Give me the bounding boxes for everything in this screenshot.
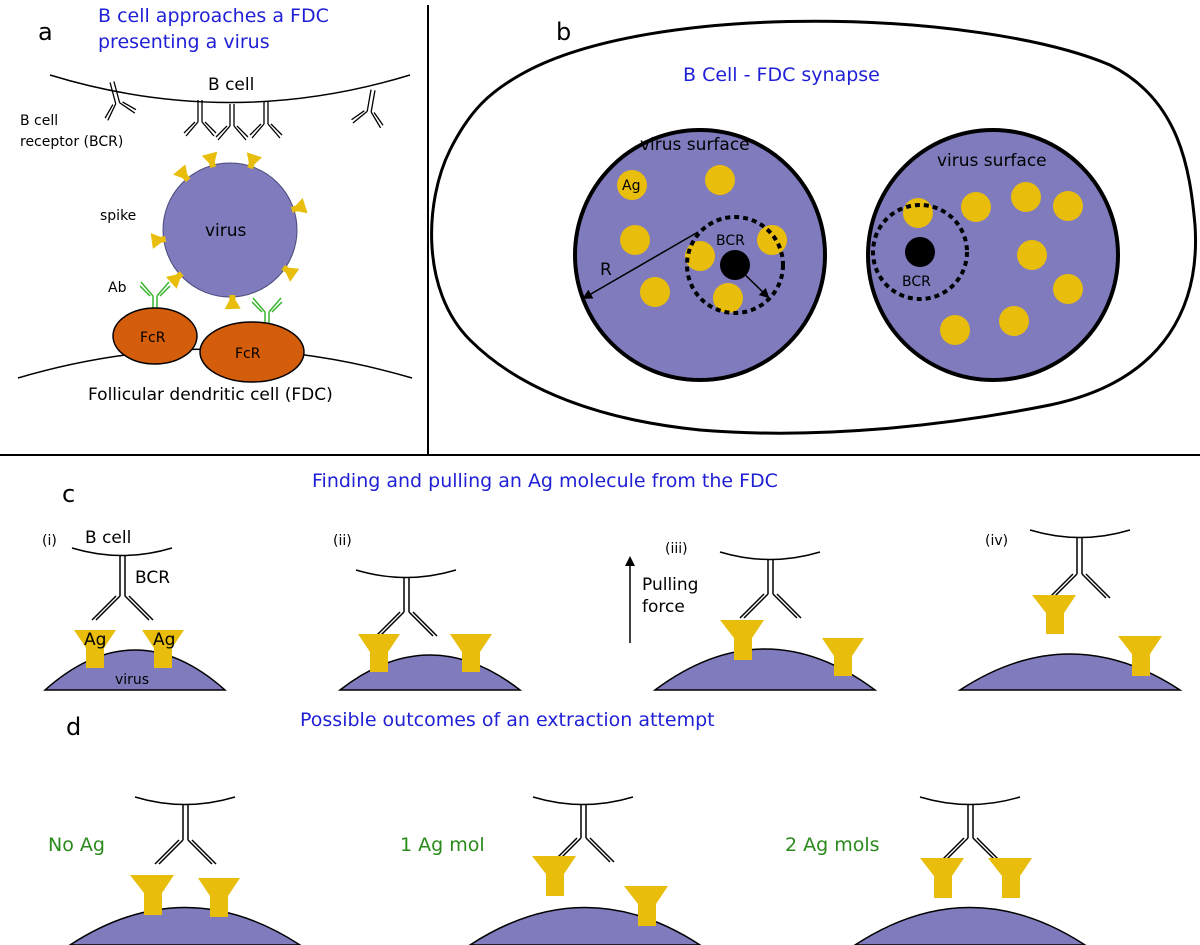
step-iv: (iv) bbox=[957, 529, 1183, 691]
right-virus-surface-label: virus surface bbox=[937, 151, 1047, 171]
r-label: R bbox=[600, 260, 612, 280]
c-ag-left-label: Ag bbox=[84, 630, 106, 650]
panel-letter-b: b bbox=[556, 18, 571, 46]
radius-r-arrow bbox=[582, 231, 699, 300]
b-cell-membrane bbox=[49, 74, 411, 104]
virus-label: virus bbox=[205, 221, 247, 241]
fcr-label-1: FcR bbox=[140, 330, 166, 346]
right-bcr-search-radius bbox=[871, 203, 969, 301]
panel-c: c Finding and pulling an Ag molecule fro… bbox=[42, 470, 1183, 691]
left-bcr-search-radius bbox=[685, 215, 785, 315]
step-i: (i) B cell BCR Ag Ag virus bbox=[42, 528, 227, 691]
outcome-2-ag-mols: 2 Ag mols bbox=[785, 796, 1087, 945]
right-bcr-dot bbox=[905, 237, 935, 267]
panel-d: d Possible outcomes of an extraction att… bbox=[48, 709, 1087, 945]
left-bcr-label: BCR bbox=[716, 233, 745, 249]
antibodies bbox=[139, 281, 283, 330]
bcr-receptors bbox=[104, 81, 384, 141]
bcr-label-line2: receptor (BCR) bbox=[20, 134, 123, 150]
outcome-label-1-ag-mol: 1 Ag mol bbox=[400, 834, 485, 856]
c-virus-label: virus bbox=[115, 672, 149, 688]
step-label-iv: (iv) bbox=[985, 533, 1008, 549]
pulling-force-line1: Pulling bbox=[642, 575, 698, 595]
bcr-radius-arrow bbox=[734, 264, 770, 299]
fcr-receptor-2 bbox=[199, 321, 305, 383]
left-antigens bbox=[617, 165, 787, 313]
panel-letter-d: d bbox=[66, 713, 81, 741]
panel-c-title: Finding and pulling an Ag molecule from … bbox=[312, 470, 778, 492]
spike-label: spike bbox=[100, 208, 136, 224]
step-iii: (iii) Pulling force bbox=[625, 541, 878, 691]
bcr-label-line1: B cell bbox=[20, 113, 58, 129]
outcome-1-ag-mol: 1 Ag mol bbox=[400, 796, 702, 945]
c-b-cell-label: B cell bbox=[85, 528, 131, 548]
panel-b: b B Cell - FDC synapse virus surface Ag … bbox=[430, 18, 1198, 435]
panel-d-title: Possible outcomes of an extraction attem… bbox=[300, 709, 715, 731]
panel-letter-a: a bbox=[38, 18, 53, 46]
fcr-label-2: FcR bbox=[235, 346, 261, 362]
step-label-ii: (ii) bbox=[333, 533, 352, 549]
c-ag-right-label: Ag bbox=[153, 630, 175, 650]
virus-spikes bbox=[150, 151, 308, 310]
step-ii: (ii) bbox=[333, 533, 523, 691]
outcome-label-no-ag: No Ag bbox=[48, 834, 105, 856]
step-label-i: (i) bbox=[42, 533, 57, 549]
step-label-iii: (iii) bbox=[665, 541, 688, 557]
left-virus-surface-label: virus surface bbox=[640, 135, 750, 155]
pulling-force-line2: force bbox=[642, 597, 685, 617]
b-cell-outline bbox=[430, 19, 1198, 435]
fdc-label: Follicular dendritic cell (FDC) bbox=[88, 385, 333, 405]
panel-b-title: B Cell - FDC synapse bbox=[683, 64, 880, 86]
outcome-no-ag: No Ag bbox=[48, 796, 302, 945]
outcome-label-2-ag-mols: 2 Ag mols bbox=[785, 834, 880, 856]
right-virus-surface bbox=[866, 128, 1120, 382]
right-bcr-label: BCR bbox=[902, 274, 931, 290]
panel-a: a B cell approaches a FDC presenting a v… bbox=[17, 5, 413, 405]
c-bcr-label: BCR bbox=[135, 568, 170, 588]
ab-label: Ab bbox=[108, 280, 127, 296]
panel-letter-c: c bbox=[62, 480, 75, 508]
panel-a-title-line2: presenting a virus bbox=[98, 31, 270, 53]
fcr-receptor-1 bbox=[112, 307, 198, 365]
ag-label: Ag bbox=[622, 178, 640, 194]
panel-a-title-line1: B cell approaches a FDC bbox=[98, 5, 329, 27]
b-cell-label: B cell bbox=[208, 75, 254, 95]
